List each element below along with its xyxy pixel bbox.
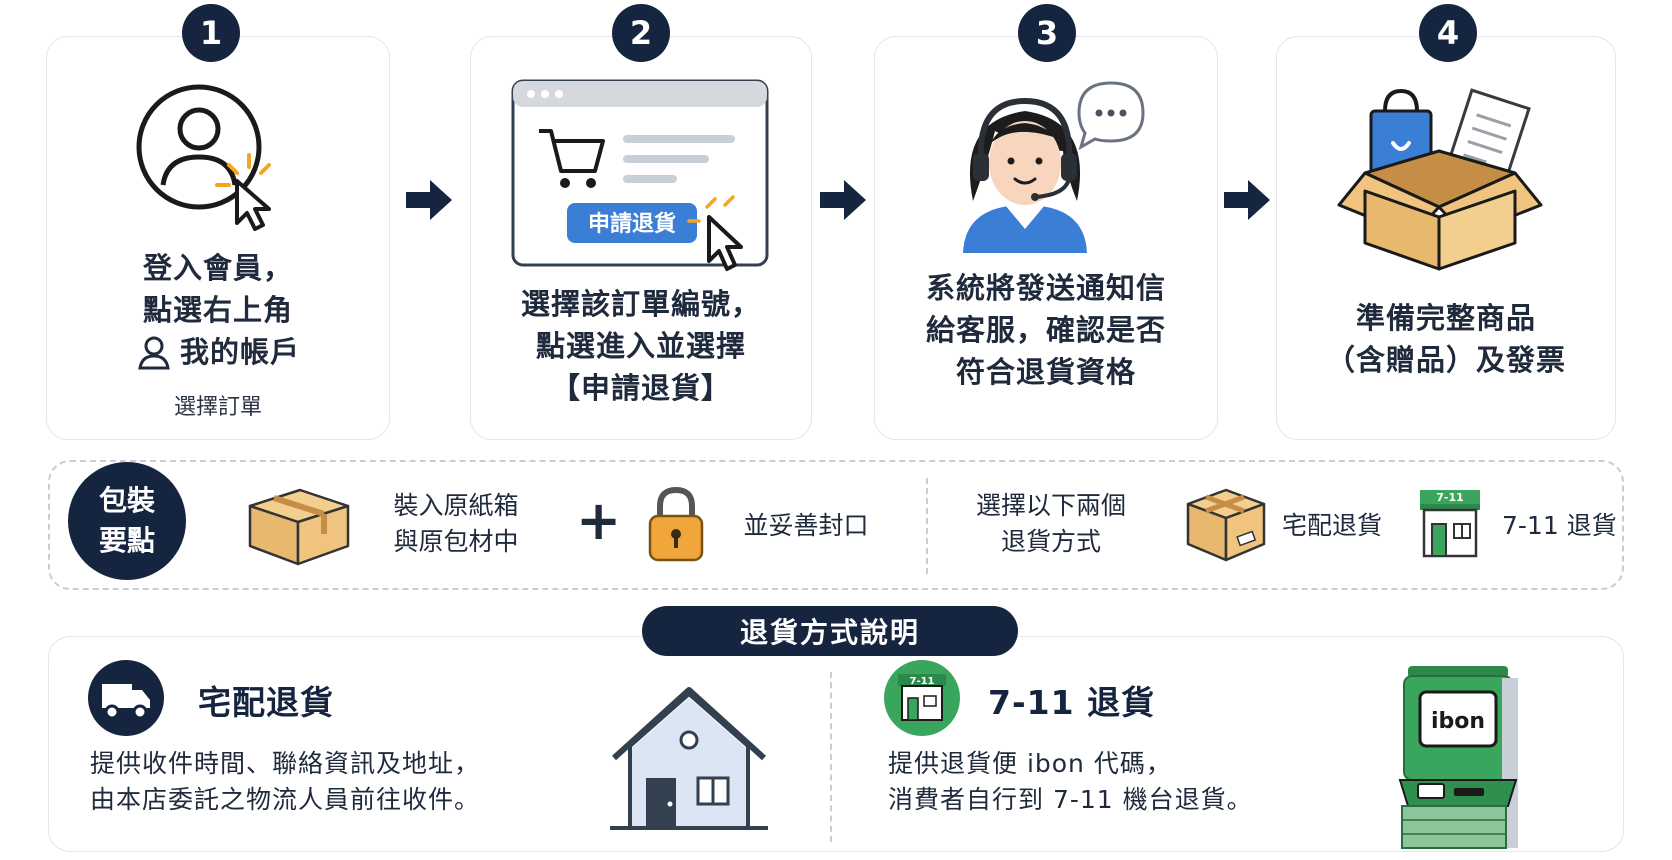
- step-1-badge: 1: [182, 4, 240, 62]
- store-badge-sign-text: 7-11: [909, 676, 934, 687]
- store-badge-icon: 7-11: [884, 660, 960, 736]
- step-1-card: 登入會員， 點選右上角 我的帳戶 選擇訂單: [46, 36, 390, 440]
- step-1-line-3: 我的帳戶: [179, 335, 300, 369]
- step-2-line-2: 點選進入並選擇: [535, 329, 746, 363]
- store-sign-text: 7-11: [1436, 491, 1464, 504]
- store-return-desc-line-2: 消費者自行到 7-11 機台退貨。: [888, 785, 1253, 814]
- step-3-card: 系統將發送通知信 給客服，確認是否 符合退貨資格: [874, 36, 1218, 440]
- store-return-desc: 提供退貨便 ibon 代碼， 消費者自行到 7-11 機台退貨。: [888, 746, 1253, 818]
- arrow-right-icon: [820, 180, 866, 220]
- plus-sign: +: [576, 489, 622, 552]
- home-delivery-desc: 提供收件時間、聯絡資訊及地址， 由本店委託之物流人員前往收件。: [90, 746, 480, 818]
- step-2-badge: 2: [612, 4, 670, 62]
- house-icon: [610, 687, 768, 830]
- account-icon: [138, 336, 170, 370]
- packing-divider: [926, 478, 928, 574]
- option-7-11: 7-11 退貨: [1502, 511, 1617, 540]
- apply-return-button-label: 申請退貨: [588, 211, 676, 237]
- ibon-kiosk-icon: ibon: [1398, 666, 1518, 849]
- home-delivery-desc-line-1: 提供收件時間、聯絡資訊及地址，: [90, 749, 481, 778]
- packing-tips-badge: 包裝要點: [68, 462, 186, 580]
- browser-return-icon: 申請退貨: [511, 79, 769, 271]
- step-3-line-2: 給客服，確認是否: [925, 313, 1166, 347]
- step-1-line-1: 登入會員，: [142, 251, 293, 285]
- methods-panel: [48, 636, 1624, 852]
- convenience-store-icon: 7-11: [1420, 490, 1480, 558]
- step-3-badge: 3: [1018, 4, 1076, 62]
- choose-method-line-1: 選擇以下兩個: [975, 491, 1126, 520]
- step-2-card: 申請退貨 選擇該訂單編號， 點選進入並選擇 【申請退貨】: [470, 36, 812, 440]
- packing-item-1-line-2: 與原包材中: [393, 527, 519, 556]
- store-return-desc-line-1: 提供退貨便 ibon 代碼，: [888, 749, 1172, 778]
- step-4-card: 準備完整商品 （含贈品）及發票: [1276, 36, 1616, 440]
- customer-service-icon: [963, 81, 1145, 253]
- cardboard-box-icon: [248, 488, 350, 566]
- store-return-title: 7-11 退貨: [988, 683, 1156, 722]
- step-3-line-1: 系統將發送通知信: [925, 271, 1166, 305]
- option-home-delivery: 宅配退貨: [1282, 511, 1383, 540]
- step-3-line-3: 符合退貨資格: [955, 355, 1136, 389]
- methods-divider: [830, 672, 832, 842]
- arrow-right-icon: [1224, 180, 1270, 220]
- step-4-line-1: 準備完整商品: [1355, 301, 1536, 335]
- packing-badge-line-2: 要點: [98, 524, 155, 557]
- choose-method-text: 選擇以下兩個 退貨方式: [966, 488, 1136, 560]
- box-with-items-icon: [1337, 88, 1543, 271]
- packing-item-2: 並妥善封口: [743, 511, 869, 540]
- home-delivery-title: 宅配退貨: [198, 683, 334, 722]
- packing-item-1-line-1: 裝入原紙箱: [393, 491, 519, 520]
- step-4-line-2: （含贈品）及發票: [1325, 343, 1566, 377]
- arrow-right-icon: [406, 180, 452, 220]
- packing-tips-panel: [48, 460, 1624, 590]
- step-4-badge: 4: [1419, 4, 1477, 62]
- step-1-sub: 選擇訂單: [173, 395, 262, 420]
- parcel-box-icon: [1186, 488, 1266, 562]
- step-2-line-3: 【申請退貨】: [550, 371, 731, 405]
- step-2-line-1: 選擇該訂單編號，: [520, 287, 761, 321]
- home-delivery-desc-line-2: 由本店委託之物流人員前往收件。: [90, 785, 481, 814]
- truck-icon: [88, 660, 164, 736]
- ibon-screen-text: ibon: [1431, 709, 1485, 734]
- padlock-icon: [648, 486, 704, 562]
- step-1-line-2: 點選右上角: [142, 293, 293, 327]
- user-click-icon: [136, 84, 271, 231]
- methods-title: 退貨方式說明: [642, 606, 1018, 656]
- choose-method-line-2: 退貨方式: [1000, 527, 1101, 556]
- packing-badge-line-1: 包裝: [98, 484, 155, 517]
- packing-item-1: 裝入原紙箱 與原包材中: [376, 488, 536, 560]
